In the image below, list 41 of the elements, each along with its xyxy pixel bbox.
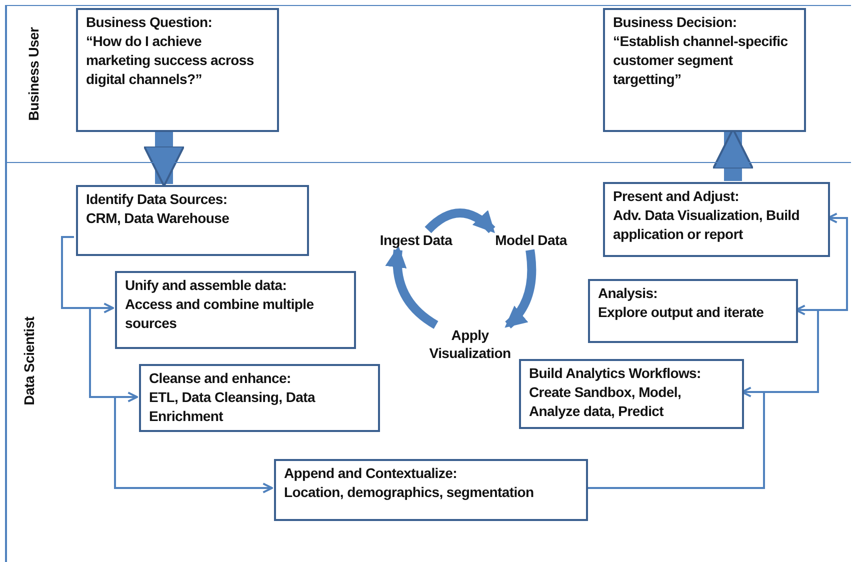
step-heading: Append and Contextualize: bbox=[284, 464, 458, 483]
process-box bbox=[139, 364, 380, 432]
cycle-step-label: Model Data bbox=[488, 231, 574, 251]
process-box bbox=[76, 8, 279, 132]
step-description: ETL, Data Cleansing, Data Enrichment bbox=[149, 388, 316, 426]
cycle-step-label: Apply Visualization bbox=[422, 326, 518, 364]
connector-arrow bbox=[89, 307, 138, 402]
curved-arrow bbox=[504, 249, 536, 328]
step-description: CRM, Data Warehouse bbox=[86, 209, 230, 228]
lane-label: Business User bbox=[26, 27, 42, 121]
step-heading: Build Analytics Workflows: bbox=[529, 364, 702, 383]
swimlane bbox=[5, 162, 851, 562]
process-box bbox=[588, 279, 798, 343]
step-heading: Identify Data Sources: bbox=[86, 190, 228, 209]
step-description: “Establish channel-specific customer segment targetting” bbox=[613, 32, 789, 89]
step-description: Adv. Data Visualization, Build application or report bbox=[613, 206, 801, 244]
connector-arrow bbox=[586, 386, 765, 489]
process-box bbox=[115, 271, 356, 349]
block-arrow bbox=[143, 131, 185, 187]
swimlane bbox=[5, 5, 851, 162]
connector-arrow bbox=[61, 236, 114, 314]
step-heading: Cleanse and enhance: bbox=[149, 369, 292, 388]
step-description: Location, demographics, segmentation bbox=[284, 483, 535, 502]
process-box bbox=[603, 8, 806, 132]
process-box bbox=[603, 182, 830, 257]
step-heading: Unify and assemble data: bbox=[125, 276, 288, 295]
process-box bbox=[519, 359, 744, 429]
curved-arrow bbox=[386, 246, 438, 329]
step-description: Access and combine multiple sources bbox=[125, 295, 315, 333]
step-heading: Analysis: bbox=[598, 284, 659, 303]
step-heading: Present and Adjust: bbox=[613, 187, 740, 206]
step-heading: Business Question: bbox=[86, 13, 214, 32]
connector-arrow bbox=[114, 396, 273, 494]
step-description: Create Sandbox, Model, Analyze data, Predict bbox=[529, 383, 682, 421]
lane-label: Data Scientist bbox=[21, 316, 38, 406]
cycle-step-label: Ingest Data bbox=[374, 231, 458, 251]
step-description: Explore output and iterate bbox=[598, 303, 765, 322]
process-box bbox=[274, 459, 588, 521]
step-heading: Business Decision: bbox=[613, 13, 738, 32]
process-box bbox=[76, 185, 309, 256]
step-description: “How do I achieve marketing success across digital channels?” bbox=[86, 32, 255, 89]
